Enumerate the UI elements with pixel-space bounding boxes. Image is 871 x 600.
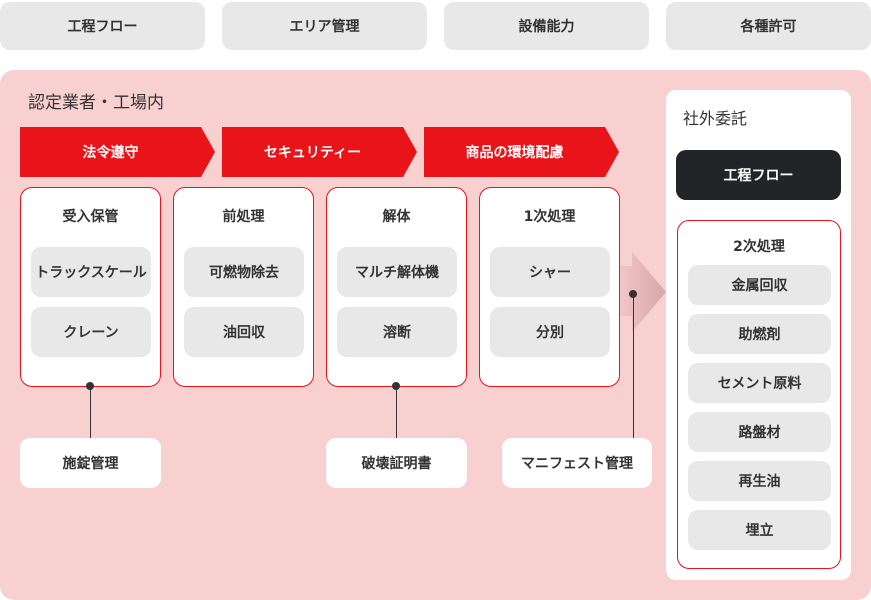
panel-title: 認定業者・工場内 — [28, 93, 164, 113]
note-lock-management: 施錠管理 — [20, 438, 161, 488]
banner-security: セキュリティー — [222, 127, 417, 177]
card-item: シャー — [490, 247, 610, 297]
side-item: 助燃剤 — [688, 314, 831, 354]
outsourcing-panel: 社外委託 工程フロー 2次処理 金属回収 助燃剤 セメント原料 路盤材 再生油 … — [666, 90, 851, 580]
secondary-processing-box: 2次処理 金属回収 助燃剤 セメント原料 路盤材 再生油 埋立 — [677, 220, 841, 569]
card-item: 分別 — [490, 307, 610, 357]
card-receiving: 受入保管 トラックスケール クレーン — [20, 187, 161, 387]
side-item: 路盤材 — [688, 412, 831, 452]
side-item: 埋立 — [688, 510, 831, 550]
banner-compliance: 法令遵守 — [20, 127, 215, 177]
card-item: 油回収 — [184, 307, 304, 357]
banner-eco: 商品の環境配慮 — [424, 127, 619, 177]
card-title: 受入保管 — [62, 209, 119, 225]
card-item: 可燃物除去 — [184, 247, 304, 297]
process-flow-button[interactable]: 工程フロー — [676, 150, 841, 200]
side-item: 再生油 — [688, 461, 831, 501]
connector-line — [633, 294, 634, 438]
card-title: 1次処理 — [523, 209, 576, 225]
card-pretreatment: 前処理 可燃物除去 油回収 — [173, 187, 314, 387]
card-title: 解体 — [382, 209, 411, 225]
connector-line — [396, 387, 397, 438]
note-manifest-management: マニフェスト管理 — [502, 438, 652, 488]
tab-equipment-capacity[interactable]: 設備能力 — [444, 2, 649, 50]
side-item: セメント原料 — [688, 363, 831, 403]
card-primary-processing: 1次処理 シャー 分別 — [479, 187, 620, 387]
card-dismantling: 解体 マルチ解体機 溶断 — [326, 187, 467, 387]
card-item: 溶断 — [337, 307, 457, 357]
card-item: トラックスケール — [31, 247, 151, 297]
connector-dot — [86, 382, 94, 390]
tab-process-flow[interactable]: 工程フロー — [0, 2, 205, 50]
connector-dot — [629, 290, 637, 298]
side-item: 金属回収 — [688, 265, 831, 305]
connector-line — [90, 387, 91, 438]
note-destruction-certificate: 破壊証明書 — [326, 438, 467, 488]
card-item: クレーン — [31, 307, 151, 357]
connector-dot — [392, 382, 400, 390]
flow-arrow-icon — [620, 252, 666, 332]
tab-area-management[interactable]: エリア管理 — [222, 2, 427, 50]
outsourcing-title: 社外委託 — [683, 109, 748, 128]
box-title: 2次処理 — [733, 239, 785, 255]
card-item: マルチ解体機 — [337, 247, 457, 297]
card-title: 前処理 — [222, 209, 265, 225]
tab-permits[interactable]: 各種許可 — [666, 2, 871, 50]
